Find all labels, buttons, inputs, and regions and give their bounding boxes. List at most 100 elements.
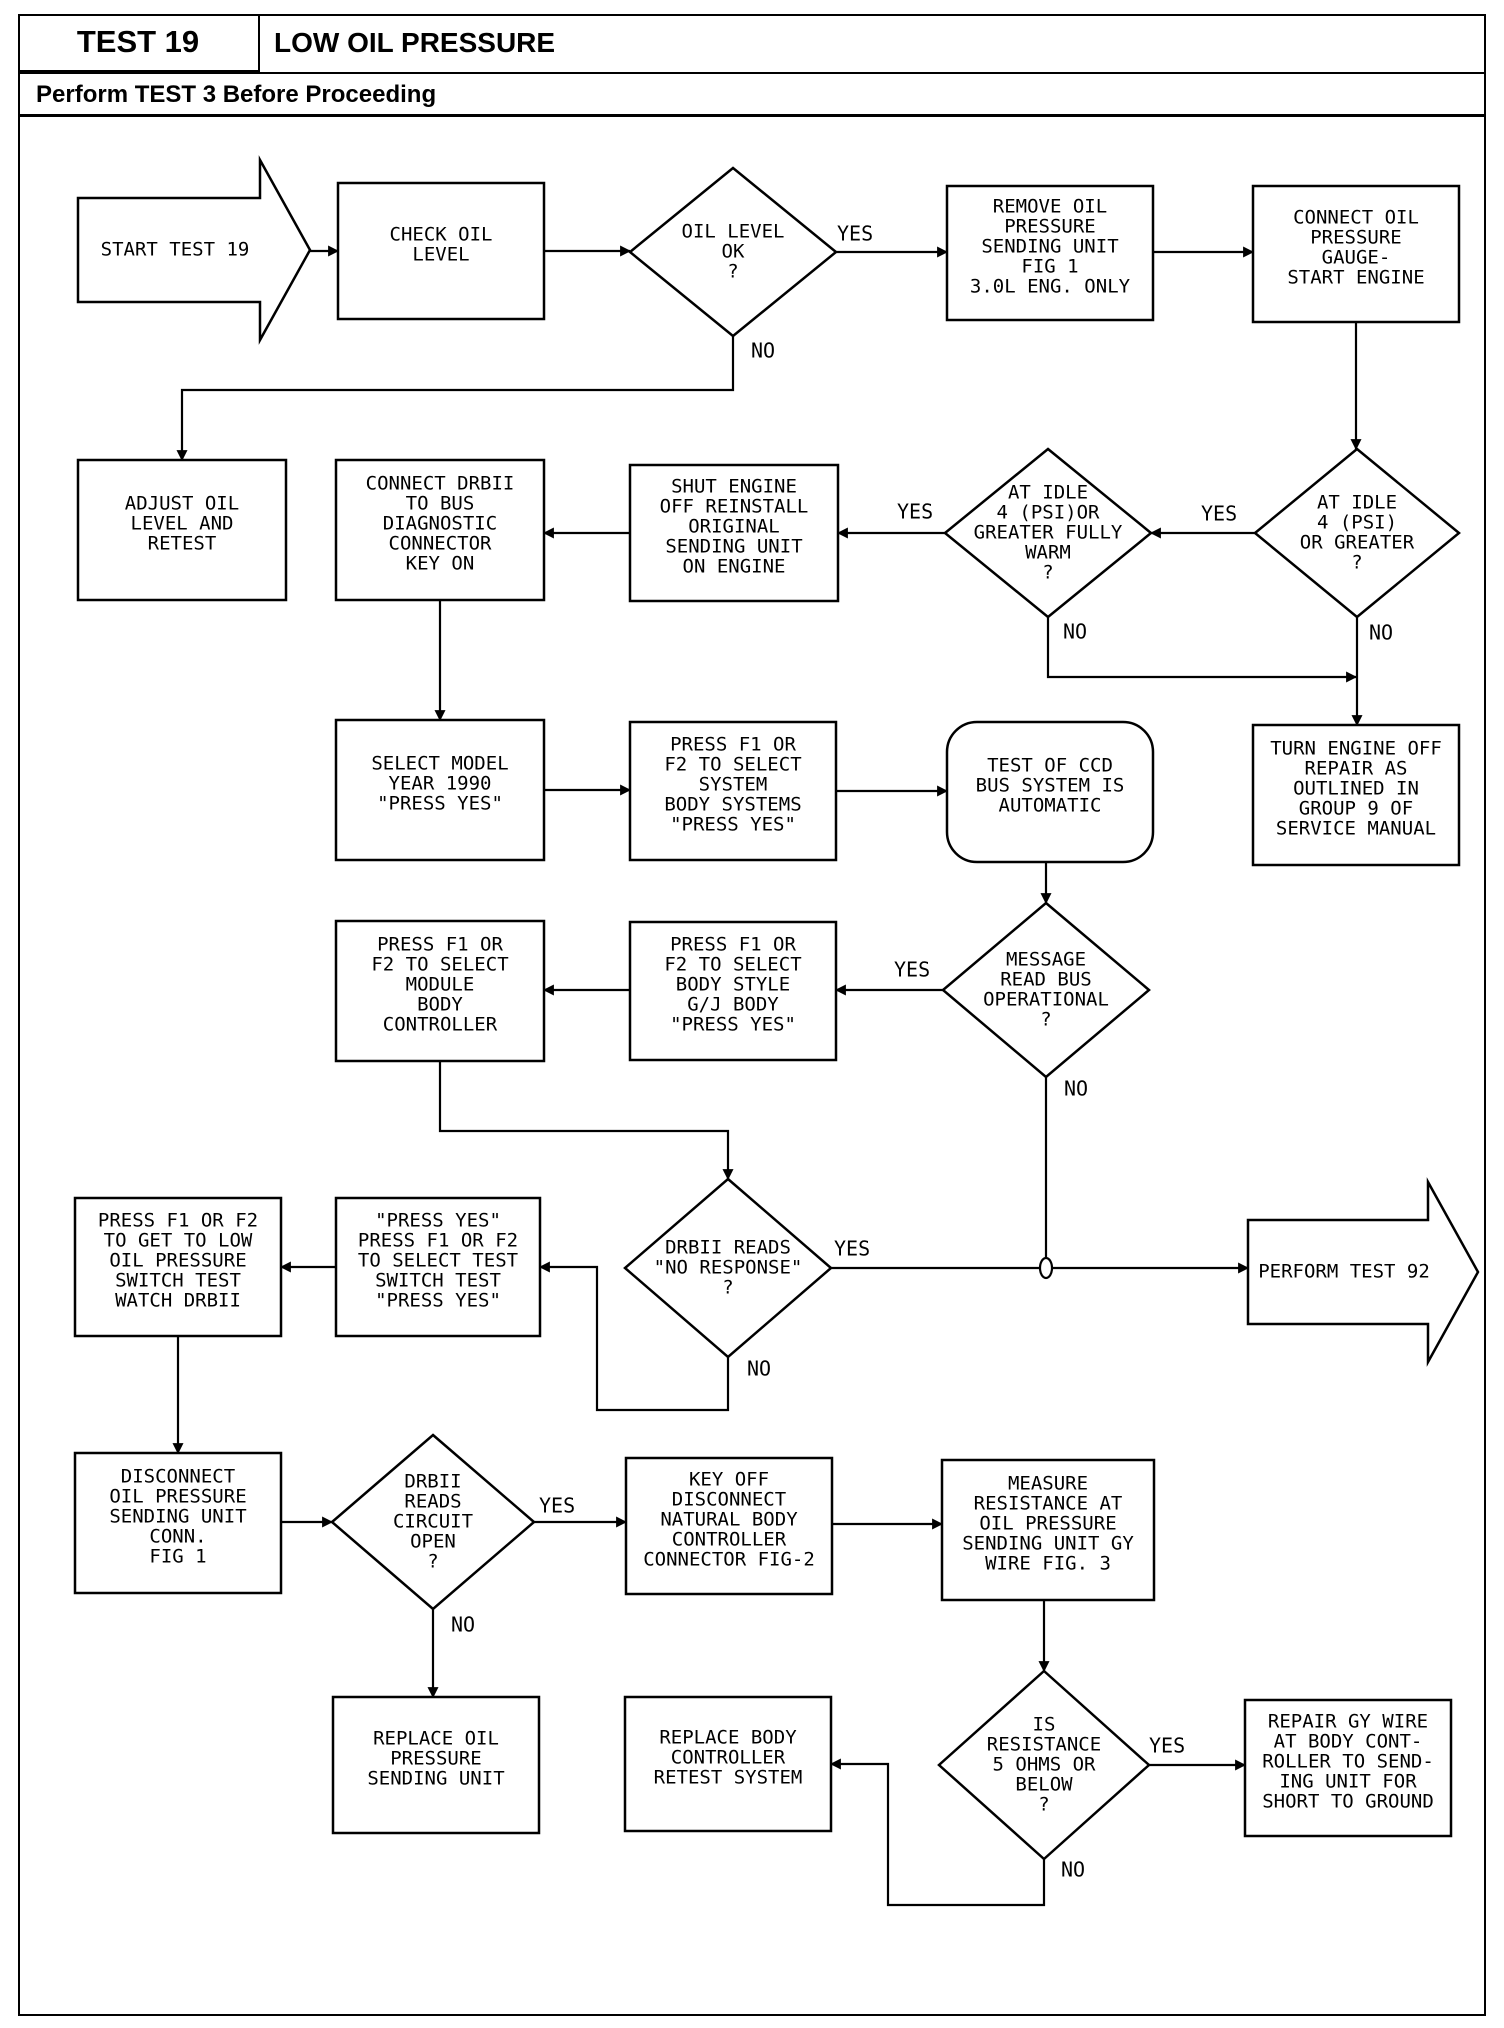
node-text: FIG 1 [1021, 256, 1078, 278]
header-divider [18, 114, 1486, 117]
branch-label-msg-no: NO [1064, 1077, 1088, 1101]
node-text: OPERATIONAL [983, 989, 1109, 1011]
node-text: ING UNIT FOR [1279, 1771, 1417, 1793]
node-text: OFF REINSTALL [660, 496, 809, 518]
node-text: ORIGINAL [688, 516, 780, 538]
node-text: RETEST SYSTEM [654, 1767, 803, 1789]
node-text: SYSTEM [699, 774, 768, 796]
node-text: CIRCUIT [393, 1511, 473, 1533]
branch-label-idle4-yes: YES [1201, 502, 1237, 526]
branch-label-warm-yes: YES [897, 500, 933, 524]
branch-label-oilok-yes: YES [837, 222, 873, 246]
node-text: ? [1038, 1794, 1049, 1816]
node-no-response: DRBII READS"NO RESPONSE"? [623, 1177, 833, 1359]
node-text: "PRESS YES" [670, 1014, 796, 1036]
node-text: SENDING UNIT [981, 236, 1118, 258]
node-text: WARM [1025, 542, 1071, 564]
test-number: TEST 19 [18, 14, 260, 72]
node-text: PRESS F1 OR F2 [98, 1210, 258, 1232]
node-text: PERFORM TEST 92 [1258, 1261, 1430, 1283]
node-text: SWITCH TEST [115, 1270, 241, 1292]
node-text: OUTLINED IN [1293, 778, 1419, 800]
node-text: ? [1040, 1009, 1051, 1031]
node-text: 3.0L ENG. ONLY [970, 276, 1131, 298]
node-text: CONTROLLER [672, 1529, 787, 1551]
node-text: DISCONNECT [672, 1489, 786, 1511]
node-text: SHORT TO GROUND [1262, 1791, 1434, 1813]
node-text: CONTROLLER [383, 1014, 498, 1036]
node-text: IS [1033, 1714, 1056, 1736]
node-text: LEVEL [412, 244, 469, 266]
node-text: BODY STYLE [676, 974, 790, 996]
node-text: PRESS F1 OR [670, 934, 796, 956]
node-text: PRESSURE [1004, 216, 1096, 238]
node-text: CONTROLLER [671, 1747, 786, 1769]
flow-oilok-adjust [176, 336, 735, 462]
page-frame [18, 14, 1486, 2016]
node-text: CONNECTOR FIG-2 [643, 1549, 815, 1571]
page-title: LOW OIL PRESSURE [274, 27, 556, 58]
node-text: KEY OFF [689, 1469, 769, 1491]
node-text: TURN ENGINE OFF [1270, 738, 1442, 760]
node-text: SENDING UNIT [109, 1506, 246, 1528]
node-text: LEVEL AND [131, 513, 234, 535]
branch-label-open-no: NO [451, 1613, 475, 1637]
flow-warm-turnoff [1046, 617, 1358, 683]
node-text: DIAGNOSTIC [383, 513, 497, 535]
node-text: GAUGE- [1322, 247, 1391, 269]
branch-label-noresp-no: NO [747, 1357, 771, 1381]
node-text: BELOW [1015, 1774, 1073, 1796]
node-text: ROLLER TO SEND- [1262, 1751, 1434, 1773]
node-text: SENDING UNIT GY [962, 1533, 1134, 1555]
node-text: TO SELECT TEST [358, 1250, 518, 1272]
node-text: RETEST [148, 533, 217, 555]
node-text: PRESSURE [390, 1748, 482, 1770]
node-start: START TEST 19 [76, 155, 312, 345]
node-text: RESISTANCE AT [974, 1493, 1123, 1515]
node-text: ? [1042, 562, 1053, 584]
node-text: MESSAGE [1006, 949, 1086, 971]
node-text: "PRESS YES" [375, 1210, 501, 1232]
node-text: PRESS F1 OR [670, 734, 796, 756]
node-text: REMOVE OIL [993, 196, 1107, 218]
node-text: BODY SYSTEMS [664, 794, 801, 816]
node-text: OIL PRESSURE [109, 1486, 246, 1508]
branch-label-warm-no: NO [1063, 620, 1087, 644]
node-text: ? [1351, 552, 1362, 574]
node-text: "NO RESPONSE" [654, 1257, 803, 1279]
flow-noresp-switch [538, 1261, 730, 1412]
prerequisite-note: Perform TEST 3 Before Proceeding [36, 81, 437, 108]
node-text: KEY ON [406, 553, 475, 575]
node-text: ? [722, 1277, 733, 1299]
node-text: ? [727, 261, 738, 283]
node-text: TO BUS [406, 493, 475, 515]
node-text: WIRE FIG. 3 [985, 1553, 1111, 1575]
node-text: AT IDLE [1008, 482, 1088, 504]
node-text: CONNECTOR [389, 533, 493, 555]
node-text: SELECT MODEL [371, 753, 508, 775]
node-text: READS [404, 1491, 461, 1513]
node-text: ON ENGINE [683, 556, 786, 578]
node-text: MODULE [406, 974, 475, 996]
node-text: START TEST 19 [101, 239, 250, 261]
branch-label-res-yes: YES [1149, 1734, 1185, 1758]
node-text: 4 (PSI)OR [997, 502, 1101, 524]
node-text: READ BUS [1000, 969, 1092, 991]
node-text: SENDING UNIT [665, 536, 802, 558]
node-text: AUTOMATIC [999, 795, 1102, 817]
node-text: F2 TO SELECT [664, 954, 801, 976]
